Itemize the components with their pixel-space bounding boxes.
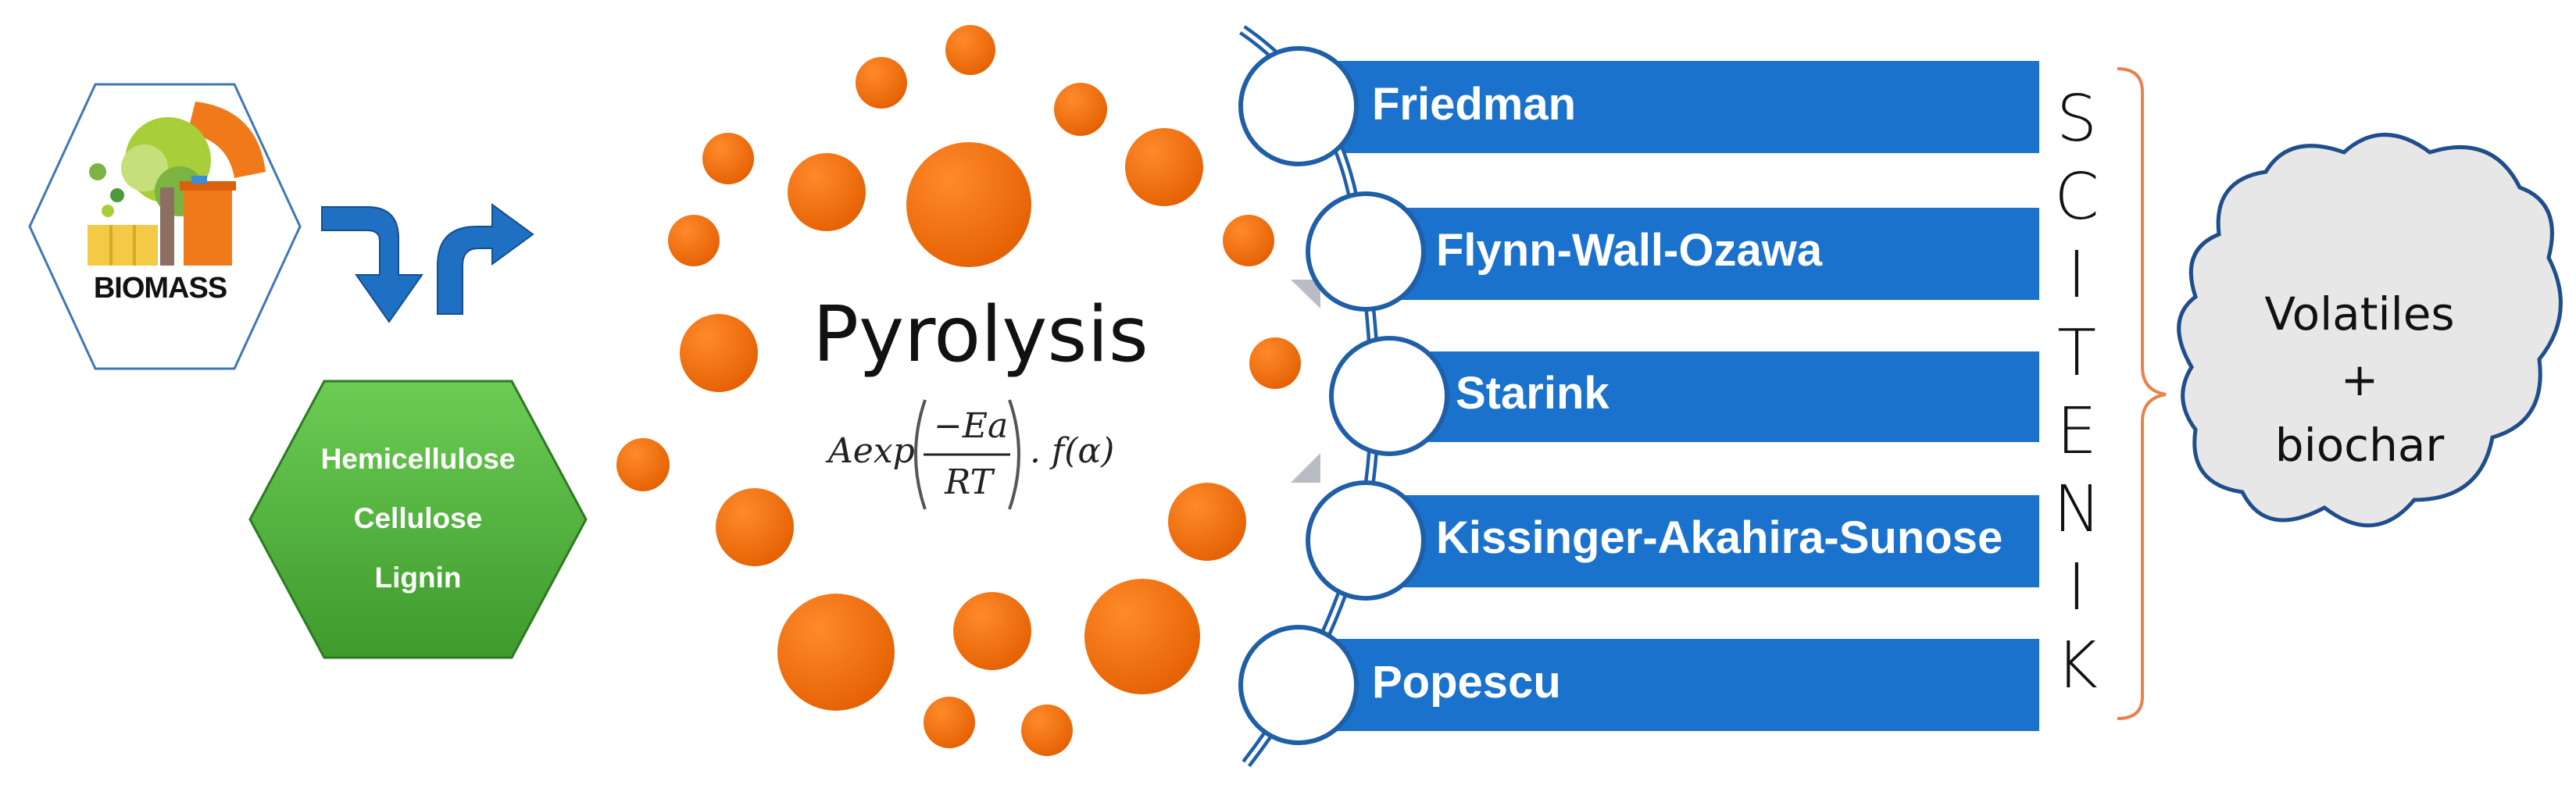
kinetics-letter: S xyxy=(2056,82,2098,156)
orange-dot xyxy=(856,57,907,109)
component-cellulose: Cellulose xyxy=(353,502,483,534)
method-circle-starink xyxy=(1329,336,1449,456)
method-bar-popescu xyxy=(1328,639,2039,731)
kinetics-letter: I xyxy=(2067,551,2087,625)
orange-dot xyxy=(777,594,895,711)
orange-dot xyxy=(1054,83,1107,136)
product-biochar: biochar xyxy=(2274,419,2445,472)
product-volatiles: Volatiles xyxy=(2264,287,2455,341)
orange-dot xyxy=(788,153,866,231)
orange-dot xyxy=(716,488,794,566)
kinetics-letter: E xyxy=(2056,394,2097,469)
equation-right-paren xyxy=(1008,399,1020,510)
orange-dot xyxy=(945,25,995,75)
pyrolysis-title: Pyrolysis xyxy=(813,291,1149,380)
orange-dot xyxy=(906,142,1031,267)
component-hemicellulose: Hemicellulose xyxy=(320,443,516,475)
kinetics-letter: N xyxy=(2053,473,2102,547)
orange-dot xyxy=(616,438,670,491)
orange-dot xyxy=(702,133,754,184)
orange-dot xyxy=(1249,337,1301,389)
up-right-arrow-icon xyxy=(437,203,534,315)
products-cloud xyxy=(2177,133,2563,528)
orange-dot xyxy=(924,697,975,748)
kinetics-letter: I xyxy=(2067,238,2087,312)
orange-dot xyxy=(1223,215,1274,266)
method-bar-kissinger xyxy=(1395,495,2039,587)
method-label-starink: Starink xyxy=(1456,368,1610,419)
kinetics-letter: K xyxy=(2056,629,2098,703)
orange-dot xyxy=(1084,579,1200,694)
equation-prefix: Aexp xyxy=(828,431,915,471)
method-circle-kissinger xyxy=(1306,480,1426,601)
kinetics-brace xyxy=(2117,67,2167,720)
orange-dot xyxy=(668,215,720,266)
orange-dot xyxy=(1021,704,1073,756)
method-circle-popescu xyxy=(1238,625,1359,745)
orange-dot xyxy=(953,592,1031,670)
equation-suffix: . f(α) xyxy=(1030,431,1115,471)
pyrolysis-dot-ring xyxy=(616,25,1301,756)
method-label-popescu: Popescu xyxy=(1372,657,1561,708)
grey-marker xyxy=(1291,453,1320,483)
equation-numerator: −Ea xyxy=(934,406,1009,446)
method-circle-friedman xyxy=(1238,46,1359,166)
method-label-kissinger: Kissinger-Akahira-Sunose xyxy=(1436,512,2003,563)
orange-dot xyxy=(1125,128,1203,206)
components-hexagon xyxy=(248,380,588,659)
kinetic-methods-list xyxy=(1328,61,2039,731)
method-circle-flynn-wall-ozawa xyxy=(1306,191,1426,312)
down-arrow-icon xyxy=(321,206,423,323)
method-bar-friedman xyxy=(1328,61,2039,153)
method-label-friedman: Friedman xyxy=(1372,79,1577,130)
equation-left-paren xyxy=(914,399,927,510)
orange-dot xyxy=(680,314,758,392)
component-lignin: Lignin xyxy=(374,562,462,594)
grey-marker xyxy=(1291,280,1320,309)
kinetics-letter: C xyxy=(2054,160,2099,234)
method-bar-flynn-wall-ozawa xyxy=(1395,208,2039,300)
biomass-tree-bin-icon xyxy=(88,102,266,266)
equation-denominator: RT xyxy=(945,462,993,502)
biomass-label: BIOMASS xyxy=(93,272,227,305)
method-label-flynn-wall-ozawa: Flynn-Wall-Ozawa xyxy=(1436,225,1823,276)
kinetics-letter: T xyxy=(2056,316,2097,391)
method-circles xyxy=(1238,46,1449,745)
orange-dot xyxy=(1168,483,1246,561)
product-plus: + xyxy=(2340,353,2379,406)
biomass-node xyxy=(28,83,302,370)
method-bar-starink xyxy=(1418,351,2039,442)
